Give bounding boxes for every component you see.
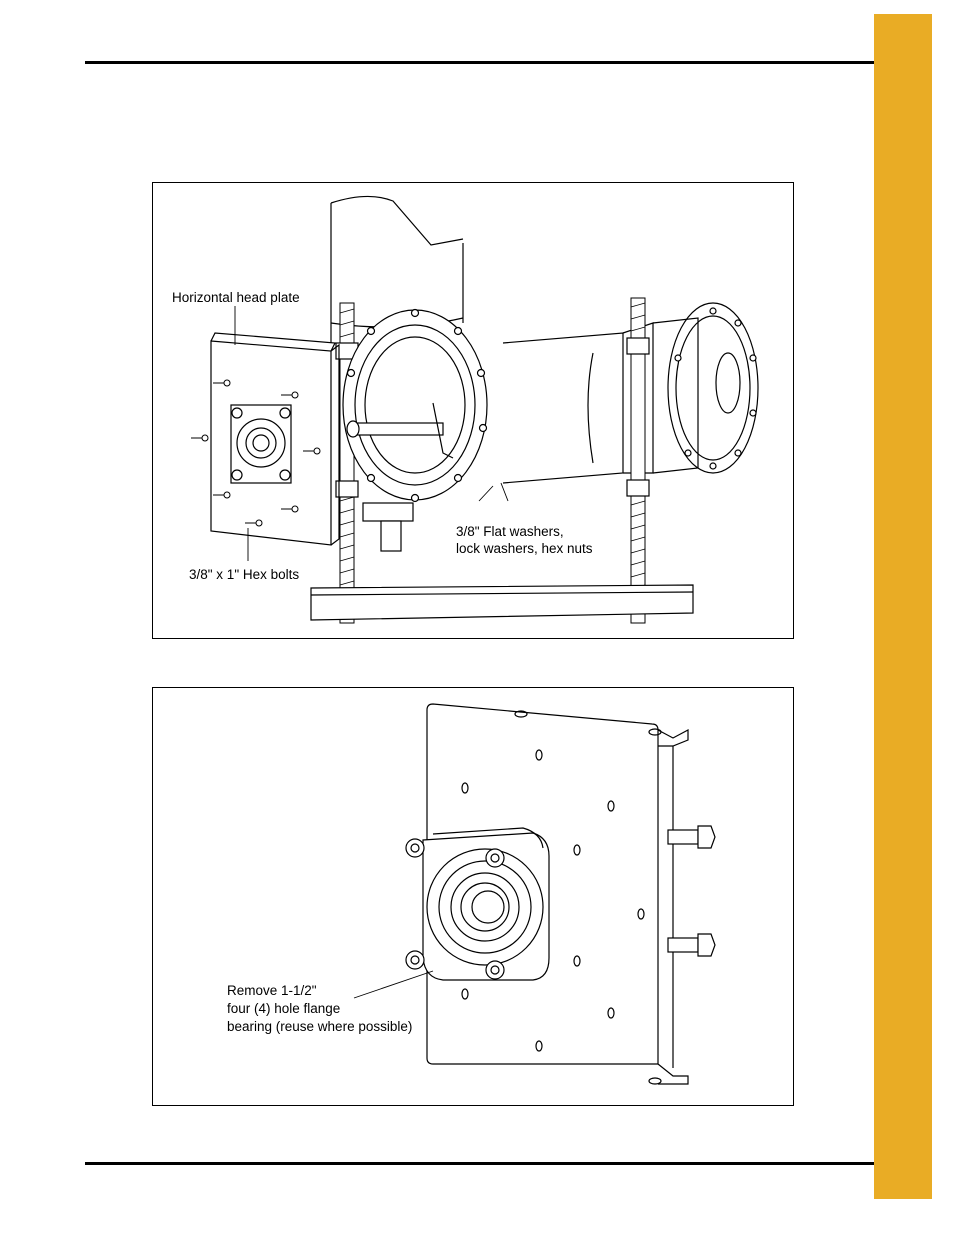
label-remove-bearing-line1: Remove 1-1/2" bbox=[227, 983, 317, 998]
label-remove-bearing-line2: four (4) hole flange bbox=[227, 1001, 341, 1016]
figure-flange-bearing-removal: Remove 1-1/2" four (4) hole flange beari… bbox=[152, 687, 794, 1106]
label-flat-washers-line1: 3/8" Flat washers, bbox=[456, 524, 564, 539]
flange-bearing-illustration bbox=[353, 703, 716, 1085]
footer-rule bbox=[85, 1162, 921, 1165]
label-horizontal-head-plate: Horizontal head plate bbox=[172, 290, 300, 305]
label-remove-bearing-line3: bearing (reuse where possible) bbox=[227, 1019, 413, 1034]
section-side-tab bbox=[874, 14, 932, 1199]
head-assembly-illustration bbox=[191, 195, 759, 624]
label-hex-bolts: 3/8" x 1" Hex bolts bbox=[189, 567, 300, 582]
figure-head-plate-assembly: Horizontal head plate 3/8" Flat washers,… bbox=[152, 182, 794, 639]
label-flat-washers-line2: lock washers, hex nuts bbox=[456, 541, 593, 556]
header-rule bbox=[85, 61, 917, 64]
